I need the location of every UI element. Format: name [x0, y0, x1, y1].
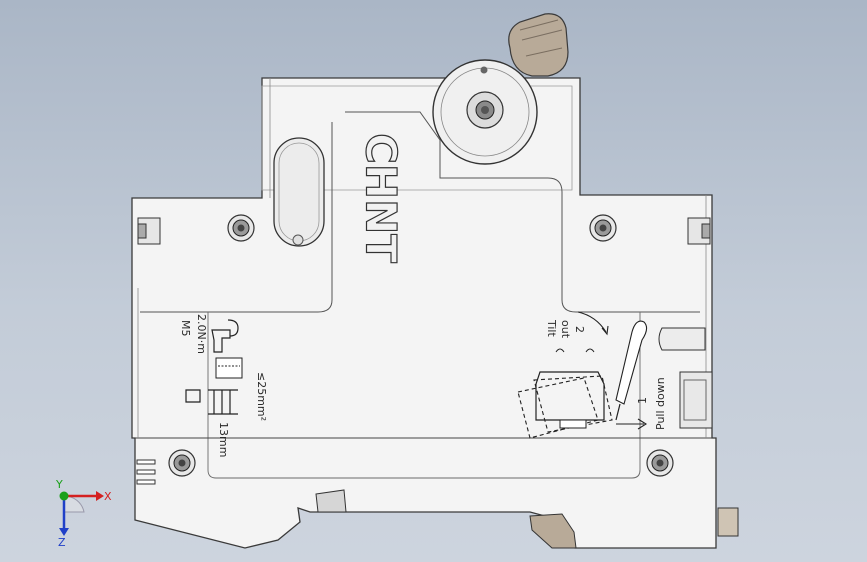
body-slot — [273, 137, 325, 247]
step-two-text: 2 — [573, 326, 586, 333]
screwdriver-icon — [211, 329, 231, 353]
triad-y-axis — [59, 491, 69, 501]
din-latch-left — [315, 489, 347, 513]
breaker-outline-icon — [535, 371, 605, 421]
pull-down-text: Pull down — [654, 377, 667, 430]
clip-right-notch — [701, 223, 711, 239]
side-clips — [136, 217, 739, 549]
out-text: out — [559, 320, 572, 339]
din-clip-end — [717, 507, 739, 537]
step-one-text: 1 — [636, 397, 649, 404]
orientation-triad[interactable]: X Y Z — [55, 478, 112, 549]
lever-ridges — [519, 19, 563, 57]
brand-logo-text: CHNT — [357, 133, 406, 263]
screw-top-right — [589, 214, 617, 242]
hook-icons — [555, 348, 595, 353]
triad-z-label: Z — [58, 536, 66, 549]
brand-logo: CHNT — [356, 133, 406, 264]
din-rail-icon — [559, 419, 587, 429]
clip-left-notch — [137, 223, 147, 239]
tilted-breaker-outline-2 — [517, 377, 599, 439]
wire-end-icon — [185, 389, 201, 403]
strip-length-text: 13mm — [217, 422, 230, 457]
tilt-arrow-icon — [577, 311, 607, 333]
triad-x-label: X — [104, 490, 112, 503]
terminal-window-inner — [683, 379, 707, 421]
pull-arrow-head — [637, 418, 648, 430]
terminal-slot-icon — [215, 357, 243, 379]
label-field-border — [207, 312, 641, 479]
rotary-index-dot — [480, 66, 488, 74]
tilt-text: Tilt — [545, 319, 558, 337]
rotary-hub-center — [481, 106, 489, 114]
vent-slots-left — [136, 459, 156, 485]
toggle-knob-assembly[interactable] — [432, 13, 569, 165]
screws — [168, 214, 674, 477]
raised-panel — [345, 111, 700, 313]
terminal-window — [679, 371, 713, 429]
body-outline — [131, 77, 717, 549]
triad-z-arrow — [59, 528, 69, 536]
raised-panel-left — [140, 122, 333, 313]
terminal-label-left: M5 2.0N·m 13mm ≤25mm² — [179, 314, 268, 457]
tilt-arrow-head — [601, 325, 609, 336]
peg-right — [658, 327, 706, 351]
triad-y-label: Y — [55, 478, 63, 491]
screw-bottom-left — [168, 449, 196, 477]
slot-pin — [292, 234, 304, 246]
tilted-breaker-outline — [533, 375, 613, 433]
din-latch-right[interactable] — [529, 513, 577, 549]
screw-top-left — [227, 214, 255, 242]
screw-bottom-right — [646, 449, 674, 477]
removal-instruction-label: Tilt out 2 1 Pull down — [517, 311, 667, 439]
stripped-wire-icon — [208, 389, 238, 415]
screwdriver-tip — [615, 403, 621, 421]
rotation-arrow-icon — [227, 319, 239, 337]
triad-x-arrow — [96, 491, 104, 501]
toggle-lever[interactable] — [508, 13, 569, 77]
torque-value-text: 2.0N·m — [195, 314, 208, 354]
wire-size-text: ≤25mm² — [255, 372, 268, 421]
torque-size-text: M5 — [179, 320, 192, 337]
screwdriver-tool-icon — [615, 320, 648, 405]
breaker-body[interactable] — [131, 77, 717, 549]
